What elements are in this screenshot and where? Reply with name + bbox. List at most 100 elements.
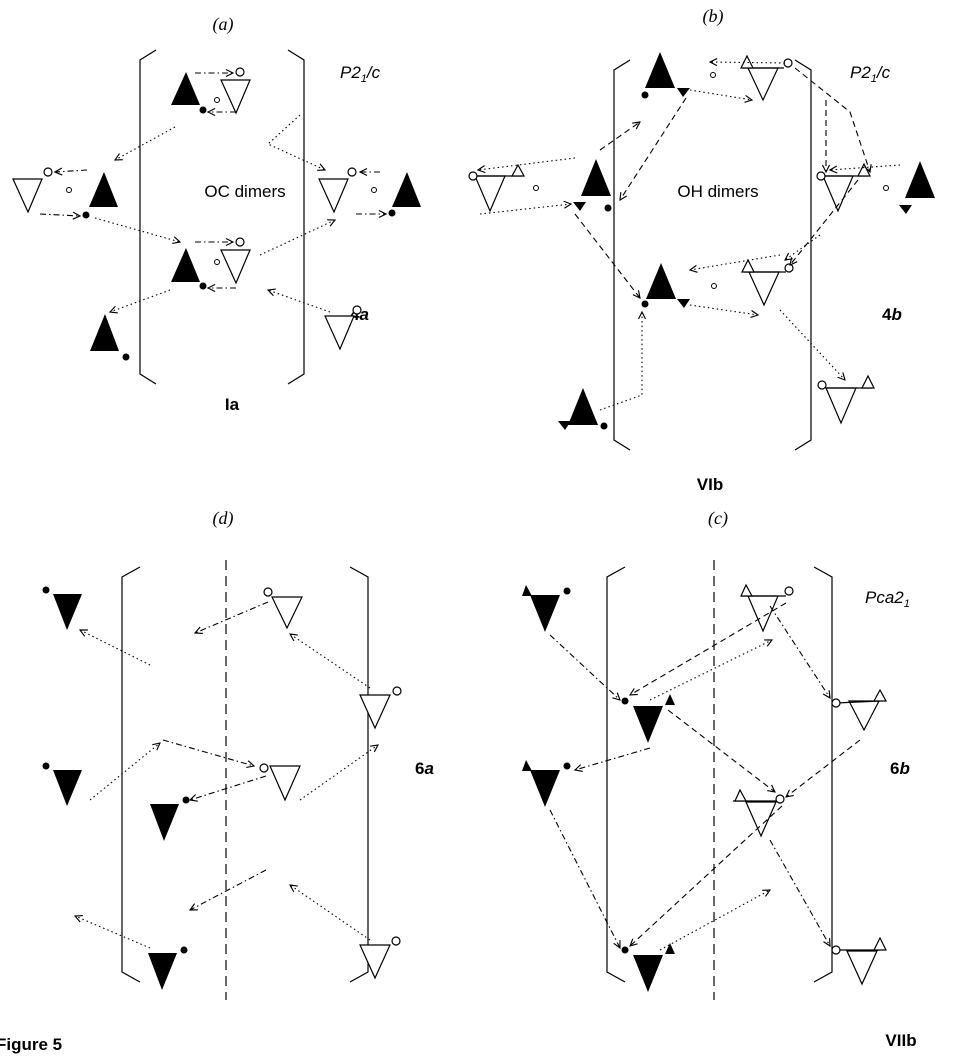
molecule-open (846, 950, 878, 986)
molecule-open (848, 700, 880, 732)
panel-d-label: (d) (213, 508, 234, 529)
hydroxyl-ring (259, 763, 269, 773)
hydroxyl-ring (392, 686, 402, 696)
hbond-arrow (794, 67, 870, 172)
hbond-arrow (162, 739, 254, 766)
substituent-tip (522, 585, 532, 596)
hbond-arrow (39, 214, 80, 216)
hbond-arrow (110, 289, 171, 312)
panel-d: (d) 6a (42, 508, 434, 1000)
hbond-arrow (790, 179, 859, 265)
substituent-tip (734, 788, 748, 802)
hydroxyl-ring (831, 698, 841, 708)
hbond-arrow (115, 126, 176, 160)
molecule-filled (90, 314, 119, 351)
molecule-filled (171, 72, 200, 105)
inversion-centre (214, 97, 220, 103)
panel-a: (a) P21/c OC dimers 4a Ia (12, 14, 421, 414)
molecule-open (359, 694, 391, 730)
molecule-open (318, 178, 349, 214)
hbond-arrow (549, 634, 620, 700)
hydroxyl-dot (621, 946, 629, 954)
inversion-centre (533, 185, 539, 191)
molecule-open (220, 249, 251, 285)
hydroxyl-ring (352, 305, 362, 315)
mirror-bracket-left (613, 59, 631, 451)
hydroxyl-ring (43, 167, 53, 177)
molecule-open (748, 271, 780, 307)
hbond-arrow (290, 634, 371, 689)
hbond-arrow (689, 304, 758, 315)
panel-b: (b) P21/c OH dimers 4b VIb (468, 6, 935, 494)
panel-b-compound: VIb (697, 475, 723, 494)
mirror-bracket-right (794, 59, 812, 451)
hbond-arrow (75, 916, 151, 949)
hydroxyl-ring (816, 171, 826, 181)
hbond-arrow (574, 213, 640, 298)
substituent-tip (558, 421, 571, 430)
hbond-arrow (599, 312, 642, 411)
hbond-arrow (785, 234, 821, 260)
molecule-open (324, 315, 355, 351)
mirror-bracket-right (349, 566, 369, 983)
molecule-filled (53, 594, 82, 630)
substituent-tip (677, 299, 690, 308)
panel-c-compound: VIIb (885, 1031, 916, 1050)
hydroxyl-ring (468, 171, 478, 181)
panel-b-label: (b) (703, 6, 724, 27)
substituent-tip (741, 258, 755, 273)
hydroxyl-dot (641, 91, 649, 99)
hydroxyl-dot (563, 587, 571, 595)
hbond-arrow (599, 122, 640, 151)
hydroxyl-dot (604, 204, 612, 212)
hydroxyl-dot (199, 106, 207, 114)
panel-d-motif-label: 6a (415, 759, 434, 778)
mirror-bracket-left (606, 566, 626, 983)
hbond-arrow (94, 217, 180, 242)
panel-c-motif-label: 6b (890, 759, 910, 778)
substituent-tip (861, 374, 875, 389)
hbond-arrow (299, 745, 378, 801)
hydroxyl-dot (122, 353, 130, 361)
hbond-arrow (190, 775, 267, 800)
hydroxyl-ring (391, 936, 401, 946)
substituent-tip (873, 936, 887, 951)
hbond-arrow (80, 630, 151, 666)
inversion-centre (883, 185, 889, 191)
hbond-arrow (268, 290, 331, 313)
hbond-arrow (667, 709, 775, 792)
molecule-filled (568, 388, 598, 425)
inversion-centre (371, 187, 377, 193)
hydroxyl-dot (563, 762, 571, 770)
hbond-arrow (479, 204, 571, 215)
hbond-arrow (549, 809, 620, 948)
hydroxyl-dot (199, 282, 207, 290)
molecule-filled (89, 172, 118, 207)
hydroxyl-ring (263, 587, 273, 597)
hydroxyl-ring (831, 945, 841, 955)
molecule-filled (646, 263, 676, 299)
panel-c: (c) Pca21 6b VIIb (522, 508, 917, 1050)
substituent-tip (665, 694, 675, 705)
hydroxyl-dot (600, 422, 608, 430)
molecule-open (359, 944, 391, 980)
panel-a-label: (a) (213, 14, 234, 35)
hydroxyl-ring (783, 58, 793, 68)
substituent-tip (510, 163, 526, 177)
substituent-tip (740, 54, 754, 69)
molecule-open (825, 387, 857, 425)
panel-b-space-group: P21/c (850, 63, 891, 85)
hydroxyl-ring (784, 586, 794, 596)
molecule-filled (581, 159, 611, 196)
mirror-bracket-left (121, 566, 141, 983)
hydroxyl-ring (347, 167, 357, 177)
substituent-tip (573, 202, 586, 211)
hydroxyl-ring (235, 237, 245, 247)
hbond-arrow (786, 739, 861, 797)
molecule-open (745, 801, 777, 838)
hbond-arrow (620, 97, 687, 200)
hbond-arrow (630, 805, 783, 946)
hbond-arrow (779, 309, 845, 380)
panel-a-compound: Ia (225, 395, 240, 414)
